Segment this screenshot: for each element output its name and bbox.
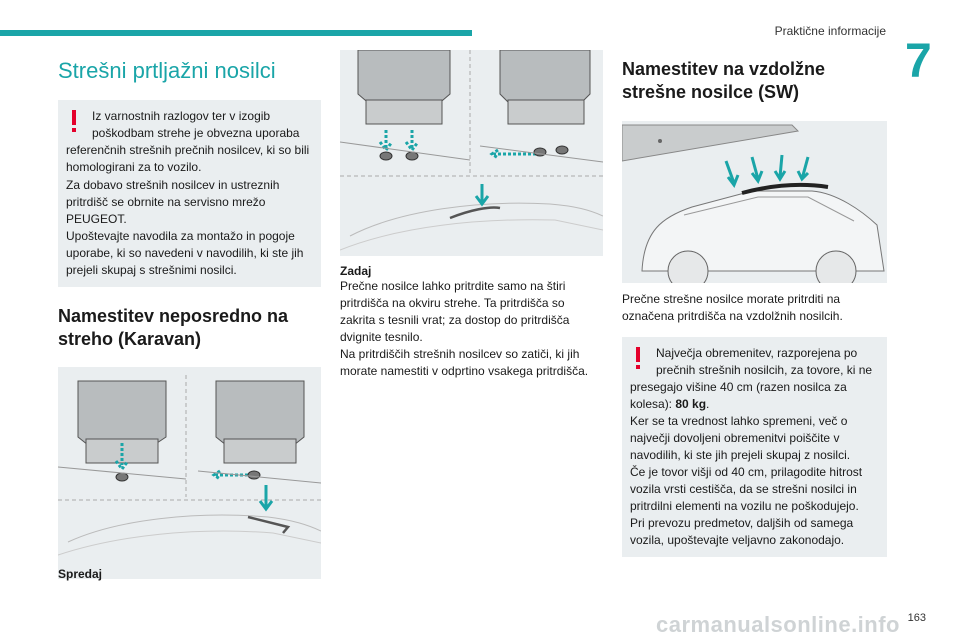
rear-mounting-illustration — [340, 50, 603, 251]
figure-caption-front: Spredaj — [58, 567, 103, 582]
warning-text-dealer: Za dobavo strešnih nosilcev in ustreznih… — [66, 177, 280, 226]
warning-load-legislation: Pri prevozu predmetov, daljših od samega… — [630, 516, 854, 548]
warning-load-variation: Ker se ta vrednost lahko spremeni, več o… — [630, 413, 851, 463]
running-header: Praktične informacije — [774, 24, 886, 38]
warning-load-first-line: Največja obremenitev, razporejena po pre… — [656, 345, 873, 377]
warning-text-continued: referenčnih strešnih prečnih nosilcev, k… — [66, 143, 310, 175]
warning-box-load: Največja obremenitev, razporejena po pre… — [622, 336, 887, 558]
paragraph-rear-mounting: Prečne nosilce lahko pritrdite samo na š… — [340, 279, 570, 345]
warning-exclamation-icon — [634, 346, 642, 371]
section-title-longitudinal-rails: Namestitev na vzdolžne strešne nosilce (… — [622, 59, 826, 103]
max-load-value: 80 kg — [675, 396, 707, 411]
chapter-number: 7 — [905, 35, 932, 88]
header-accent-bar — [0, 30, 472, 36]
section-title-roof-racks: Strešni prtljažni nosilci — [58, 58, 276, 83]
figure-caption-rear: Zadaj — [340, 264, 372, 278]
column-middle: Zadaj Prečne nosilce lahko pritrdite sam… — [340, 50, 603, 380]
column-right: Namestitev na vzdolžne strešne nosilce (… — [622, 50, 887, 558]
section-title-direct-mount: Namestitev neposredno na streho (Karavan… — [58, 305, 289, 350]
column-left: Strešni prtljažni nosilci Iz varnostnih … — [58, 50, 321, 582]
figure-front-mounting: Spredaj — [58, 367, 321, 582]
figure-longitudinal-rails — [622, 120, 887, 283]
paragraph-rails: Prečne strešne nosilce morate pritrditi … — [622, 291, 843, 323]
warning-box-safety: Iz varnostnih razlogov ter v izogib pošk… — [58, 100, 321, 287]
warning-load-text: presegajo višine 40 cm (razen nosilca za… — [630, 379, 847, 411]
page-number: 163 — [907, 612, 926, 624]
paragraph-pins: Na pritrdiščih strešnih nosilcev so zati… — [340, 347, 589, 379]
warning-exclamation-icon — [70, 110, 78, 134]
watermark: carmanualsonline.info — [656, 612, 900, 637]
longitudinal-rails-illustration — [622, 124, 885, 283]
figure-rear-mounting — [340, 50, 603, 256]
front-mounting-illustration — [58, 375, 321, 556]
warning-first-line: Iz varnostnih razlogov ter v izogib pošk… — [92, 109, 300, 141]
warning-load-continued: presegajo višine 40 cm (razen nosilca za… — [630, 379, 879, 413]
warning-load-period: . — [706, 396, 710, 411]
warning-text-instructions: Upoštevajte navodila za montažo in pogoj… — [66, 228, 304, 277]
warning-load-speed: Če je tovor višji od 40 cm, prilagodite … — [630, 465, 863, 514]
